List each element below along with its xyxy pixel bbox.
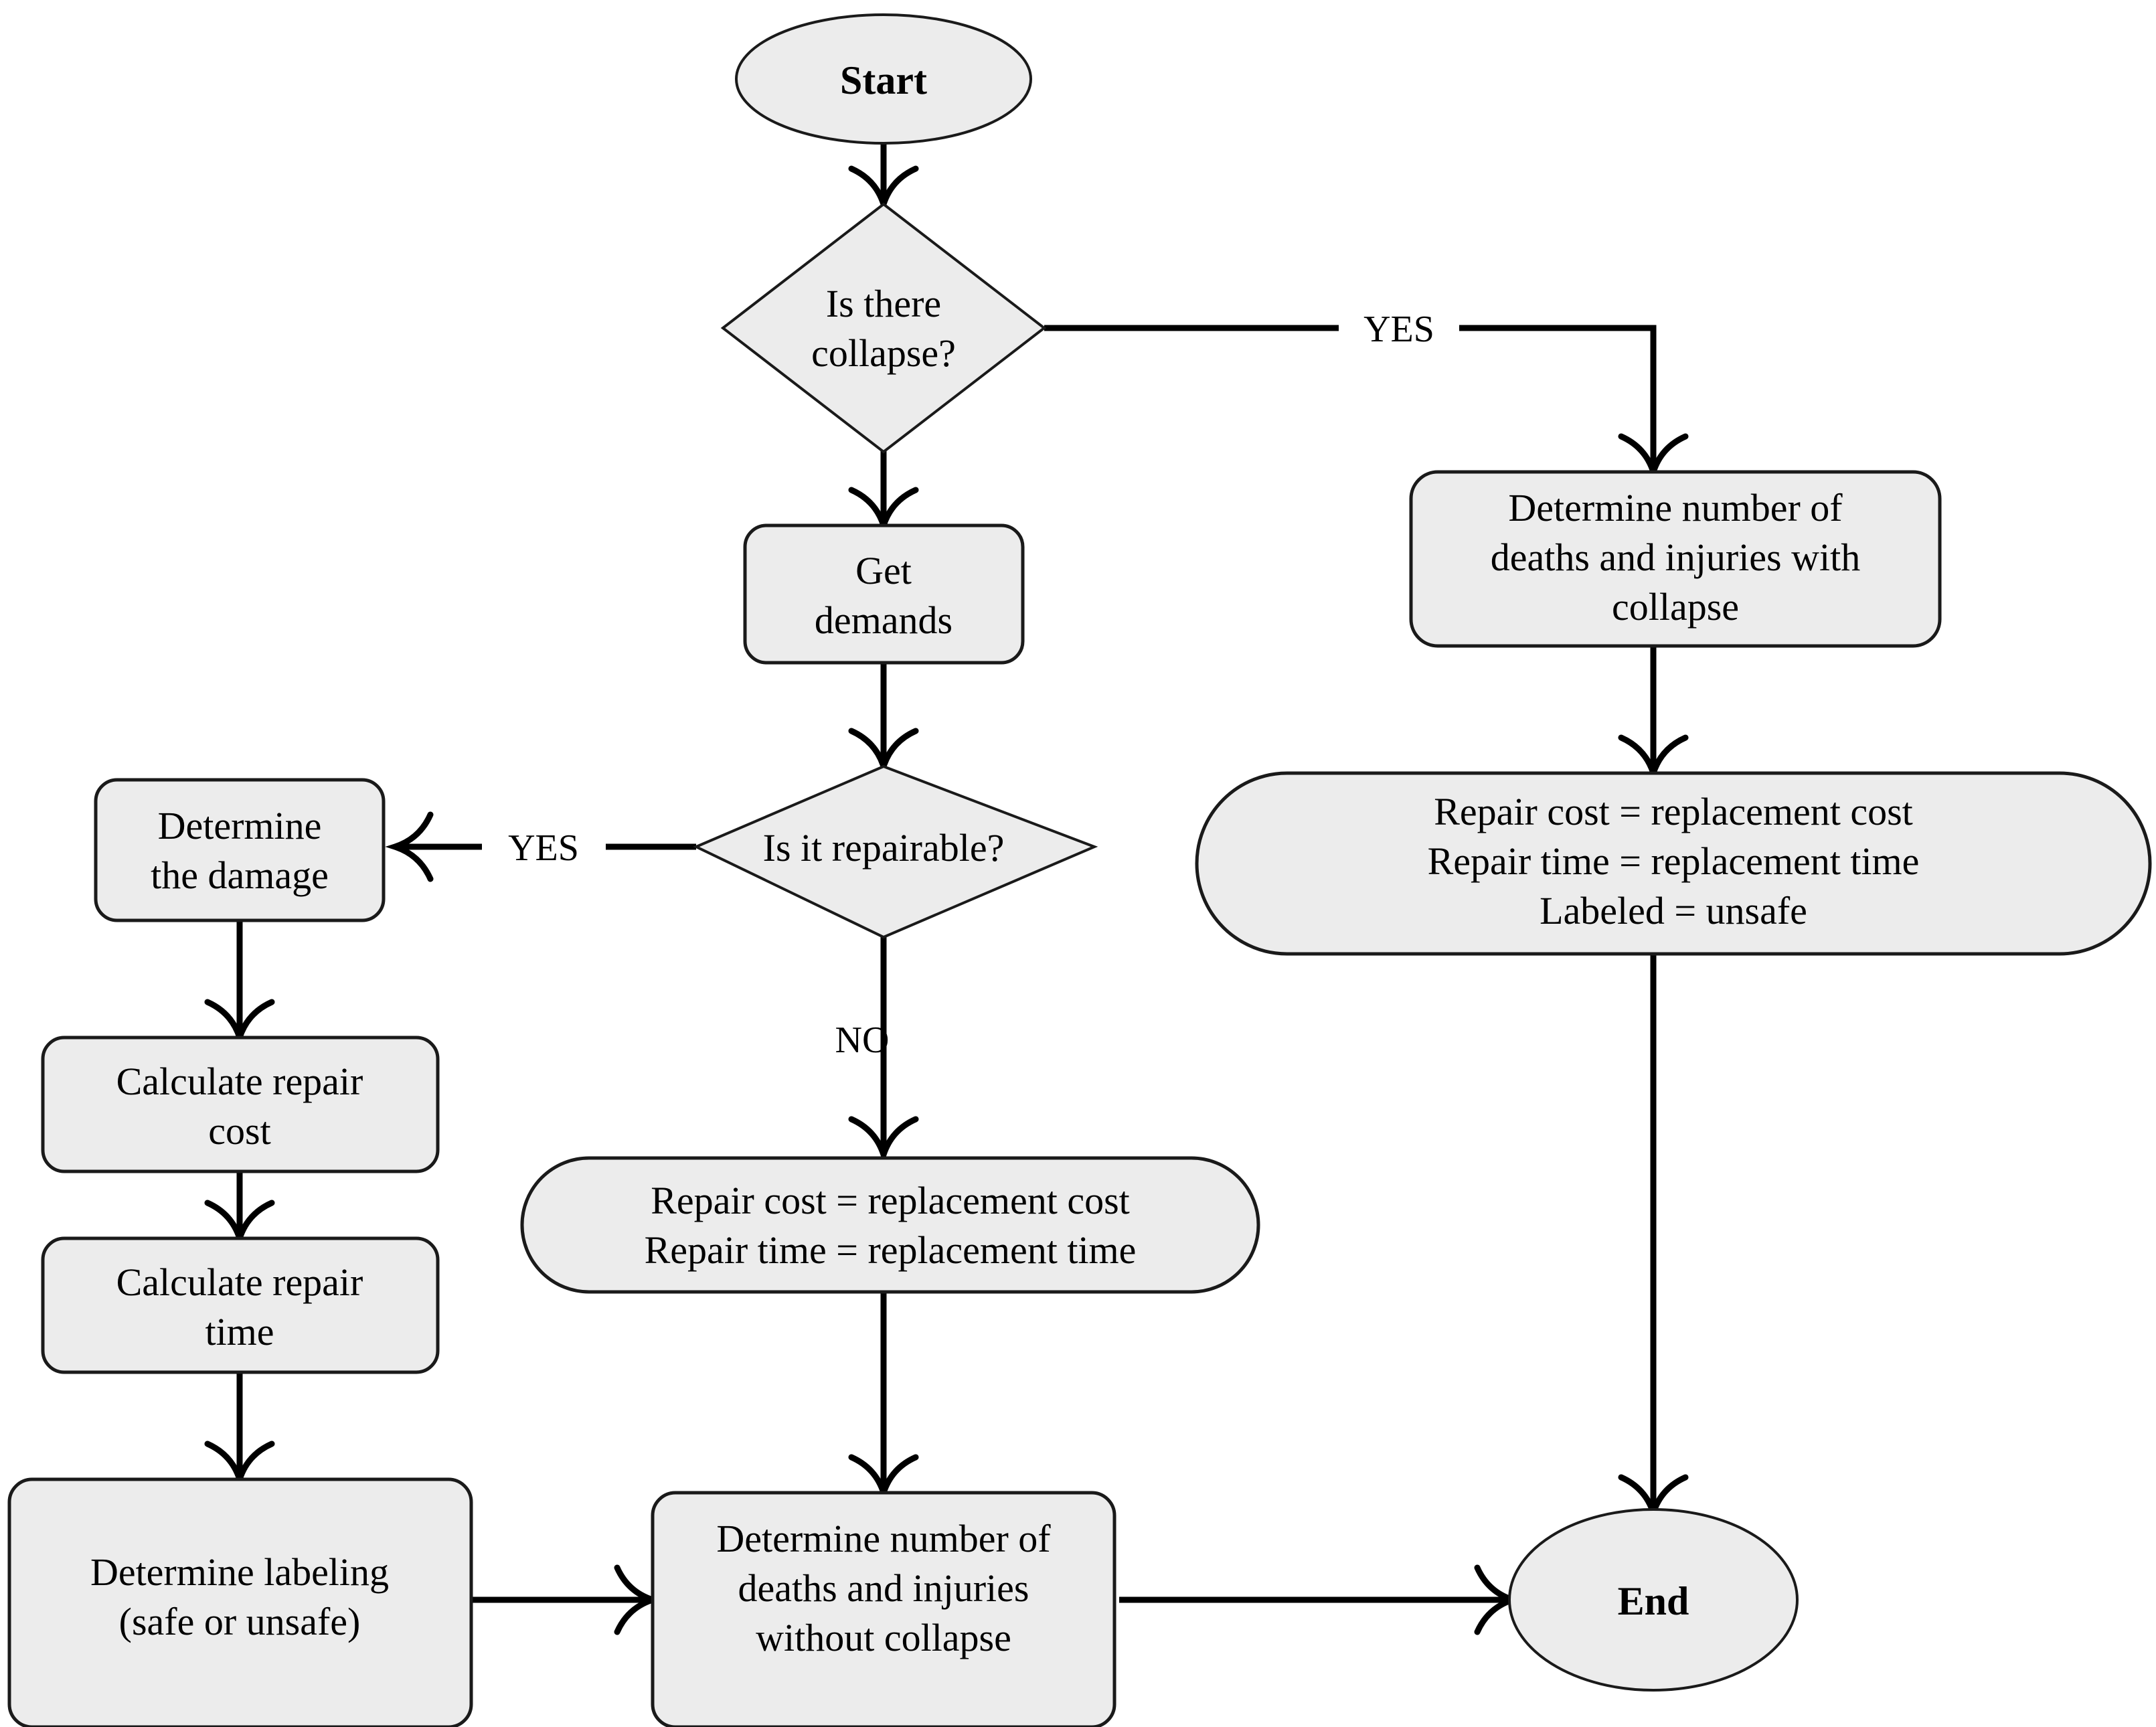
node-determine-labeling-label-line2: (safe or unsafe) (119, 1600, 361, 1643)
node-get-demands[interactable]: Get demands (743, 523, 1025, 665)
node-replacement-only-label-line1: Repair cost = replacement cost (651, 1179, 1130, 1222)
edge-label-collapse-yes: YES (1339, 305, 1459, 351)
node-determine-damage-label-line1: Determine (158, 804, 322, 847)
node-deaths-without-collapse-label-line1: Determine number of (716, 1517, 1051, 1560)
node-start[interactable]: Start (735, 13, 1032, 145)
node-deaths-without-collapse-label-line2: deaths and injuries (738, 1566, 1029, 1610)
node-determine-labeling-label-line1: Determine labeling (90, 1550, 389, 1594)
edge-deaths-without-to-end (1119, 1564, 1523, 1635)
node-start-label: Start (840, 58, 927, 102)
edge-get-demands-to-repairable (848, 663, 919, 776)
edge-label-collapse-yes-text: YES (1363, 309, 1434, 350)
node-determine-labeling[interactable]: Determine labeling (safe or unsafe) (7, 1477, 473, 1727)
node-is-there-collapse[interactable]: Is there collapse? (720, 202, 1047, 454)
edge-label-repairable-no-text: NO (835, 1019, 890, 1061)
node-is-it-repairable[interactable]: Is it repairable? (693, 764, 1098, 939)
node-calculate-repair-time[interactable]: Calculate repair time (41, 1236, 440, 1374)
node-calculate-repair-time-label-line2: time (205, 1310, 274, 1353)
node-replacement-unsafe-label-line1: Repair cost = replacement cost (1434, 790, 1913, 833)
node-determine-damage[interactable]: Determine the damage (94, 778, 386, 922)
node-replacement-unsafe[interactable]: Repair cost = replacement cost Repair ti… (1195, 771, 2152, 956)
node-is-it-repairable-label: Is it repairable? (763, 826, 1005, 870)
edge-label-repairable-no: NO (835, 1019, 890, 1061)
node-deaths-with-collapse-label-line2: deaths and injuries with (1491, 536, 1861, 579)
edge-repairable-no (848, 934, 919, 1165)
node-get-demands-label-line2: demands (815, 598, 952, 642)
node-deaths-with-collapse-label-line3: collapse (1612, 585, 1739, 629)
node-replacement-only[interactable]: Repair cost = replacement cost Repair ti… (520, 1156, 1260, 1294)
node-deaths-with-collapse[interactable]: Determine number of deaths and injuries … (1409, 470, 1942, 648)
node-calculate-repair-cost-label-line1: Calculate repair (116, 1060, 363, 1103)
edge-label-repairable-yes-text: YES (508, 827, 579, 869)
edge-deaths-with-collapse-to-unsafe (1618, 646, 1689, 783)
edge-damage-to-repair-cost (204, 920, 275, 1048)
node-calculate-repair-cost-label-line2: cost (208, 1109, 270, 1153)
node-deaths-without-collapse-label-line3: without collapse (756, 1616, 1011, 1659)
node-end-label: End (1618, 1579, 1689, 1623)
node-is-there-collapse-label-line1: Is there (826, 282, 941, 325)
node-get-demands-label-line1: Get (855, 549, 912, 592)
node-deaths-with-collapse-label-line1: Determine number of (1508, 486, 1843, 529)
node-determine-damage-label-line2: the damage (151, 853, 329, 897)
node-replacement-only-label-line2: Repair time = replacement time (645, 1228, 1137, 1272)
edge-labeling-to-deaths-without (472, 1564, 663, 1635)
edge-label-repairable-yes: YES (482, 823, 606, 870)
edge-collapse-to-get-demands (848, 450, 919, 536)
edge-repair-cost-to-repair-time (204, 1171, 275, 1248)
node-calculate-repair-cost[interactable]: Calculate repair cost (41, 1036, 440, 1173)
node-calculate-repair-time-label-line1: Calculate repair (116, 1260, 363, 1304)
edge-replacement-to-deaths-without (848, 1292, 919, 1503)
edge-unsafe-to-end (1618, 951, 1689, 1523)
node-end[interactable]: End (1508, 1508, 1799, 1692)
edge-repair-time-to-labeling (204, 1372, 275, 1489)
node-is-there-collapse-label-line2: collapse? (811, 331, 956, 375)
node-replacement-unsafe-label-line3: Labeled = unsafe (1540, 889, 1807, 932)
node-replacement-unsafe-label-line2: Repair time = replacement time (1428, 839, 1920, 883)
node-deaths-without-collapse[interactable]: Determine number of deaths and injuries … (651, 1491, 1116, 1727)
